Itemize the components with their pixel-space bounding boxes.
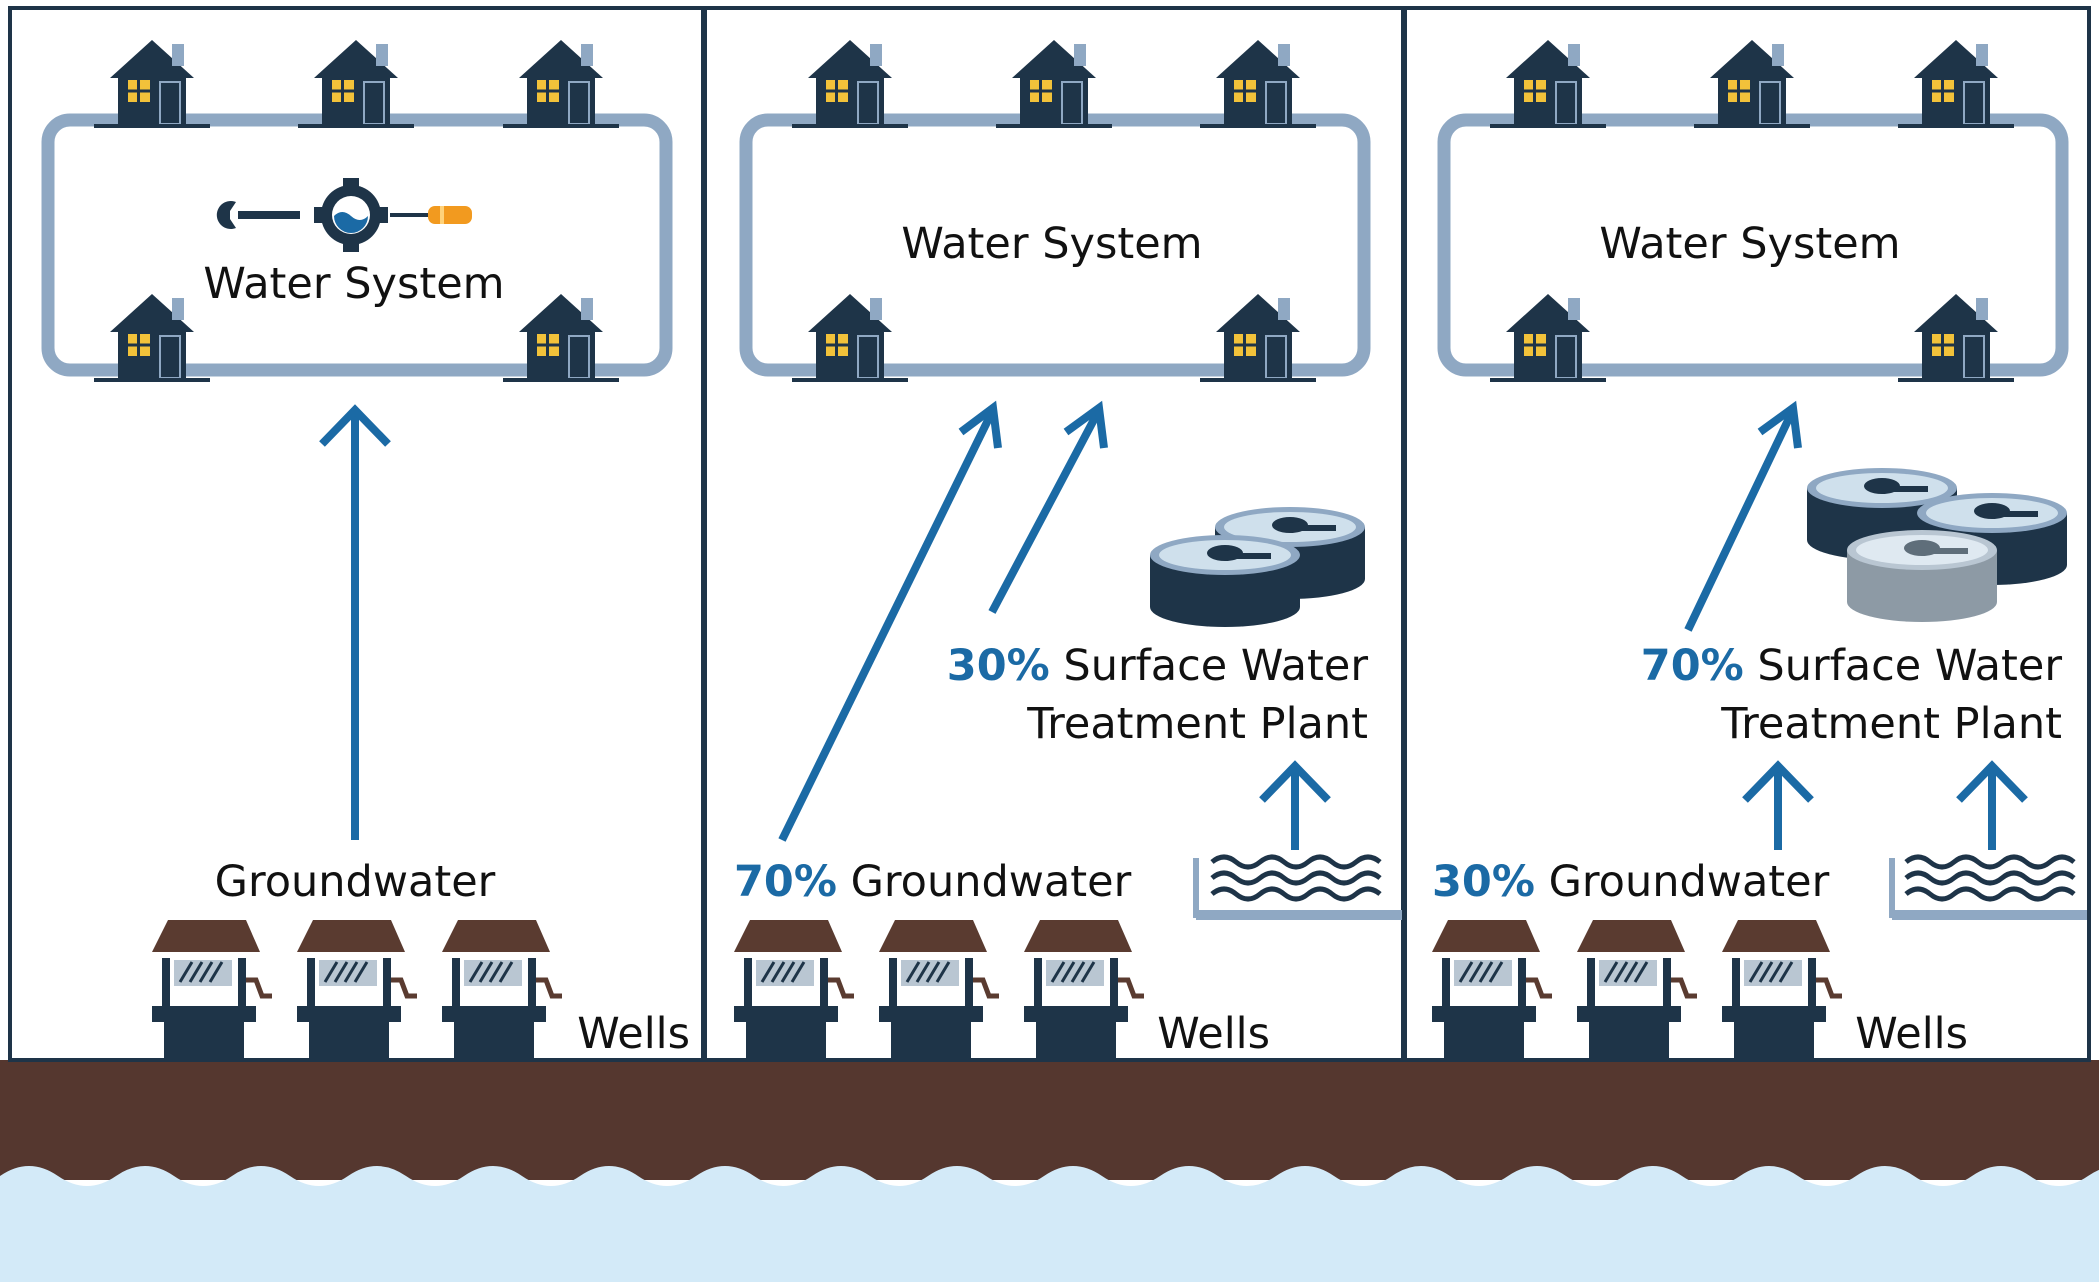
panel-1: Water System Groundwater Wells [41,39,690,1062]
water-system-label: Water System [1599,219,1900,269]
well-icon [1024,920,1144,1062]
water-system-label: Water System [901,219,1202,269]
panel-2: Water System 30% Surface Water Treatment… [734,39,1402,1062]
treatment-tank-icon [1150,535,1300,627]
surface-water-percent: 70% [1641,641,1744,691]
wells-label: Wells [1855,1009,1968,1059]
panel-3: Water System 70% Surface Water Treatment… [1432,39,2087,1062]
groundwater-label: Groundwater [215,857,496,907]
soil-layer [0,1060,2099,1180]
surface-water-text: Surface Water [1063,641,1368,691]
intake-arrow [1742,760,1814,850]
intake-arrow [1956,760,2028,850]
surface-water-label: 70% Surface Water [1641,641,2063,691]
surface-water-waves-icon [1193,857,1402,920]
well-icon [442,920,562,1062]
surface-water-label: 30% Surface Water [947,641,1369,691]
groundwater-flow-arrow [778,400,1002,842]
well-icon [297,920,417,1062]
groundwater-aquifer [0,1166,2099,1282]
wrench-icon [216,201,300,230]
surface-water-text: Surface Water [1757,641,2062,691]
flow-arrow [319,404,391,840]
surface-water-flow-arrow [1684,400,1802,632]
groundwater-percent: 70% [734,857,837,907]
intake-arrow [1259,760,1331,850]
surface-water-waves-icon [1889,857,2087,920]
groundwater-text: Groundwater [851,857,1132,907]
groundwater-percent: 30% [1432,857,1535,907]
groundwater-label: 30% Groundwater [1432,857,1830,907]
water-system-label: Water System [203,259,504,309]
well-icon [1722,920,1842,1062]
gear-water-icon [314,178,388,252]
treatment-tank-icon [1847,530,1997,622]
well-icon [152,920,272,1062]
groundwater-text: Groundwater [1549,857,1830,907]
treatment-plant-label: Treatment Plant [1720,699,2062,749]
well-icon [1577,920,1697,1062]
screwdriver-icon [390,206,472,224]
well-icon [734,920,854,1062]
surface-water-percent: 30% [947,641,1050,691]
wells-label: Wells [577,1009,690,1059]
wells-label: Wells [1157,1009,1270,1059]
groundwater-label: 70% Groundwater [734,857,1132,907]
well-icon [1432,920,1552,1062]
well-icon [879,920,999,1062]
surface-water-flow-arrow [988,400,1108,614]
treatment-plant-label: Treatment Plant [1026,699,1368,749]
